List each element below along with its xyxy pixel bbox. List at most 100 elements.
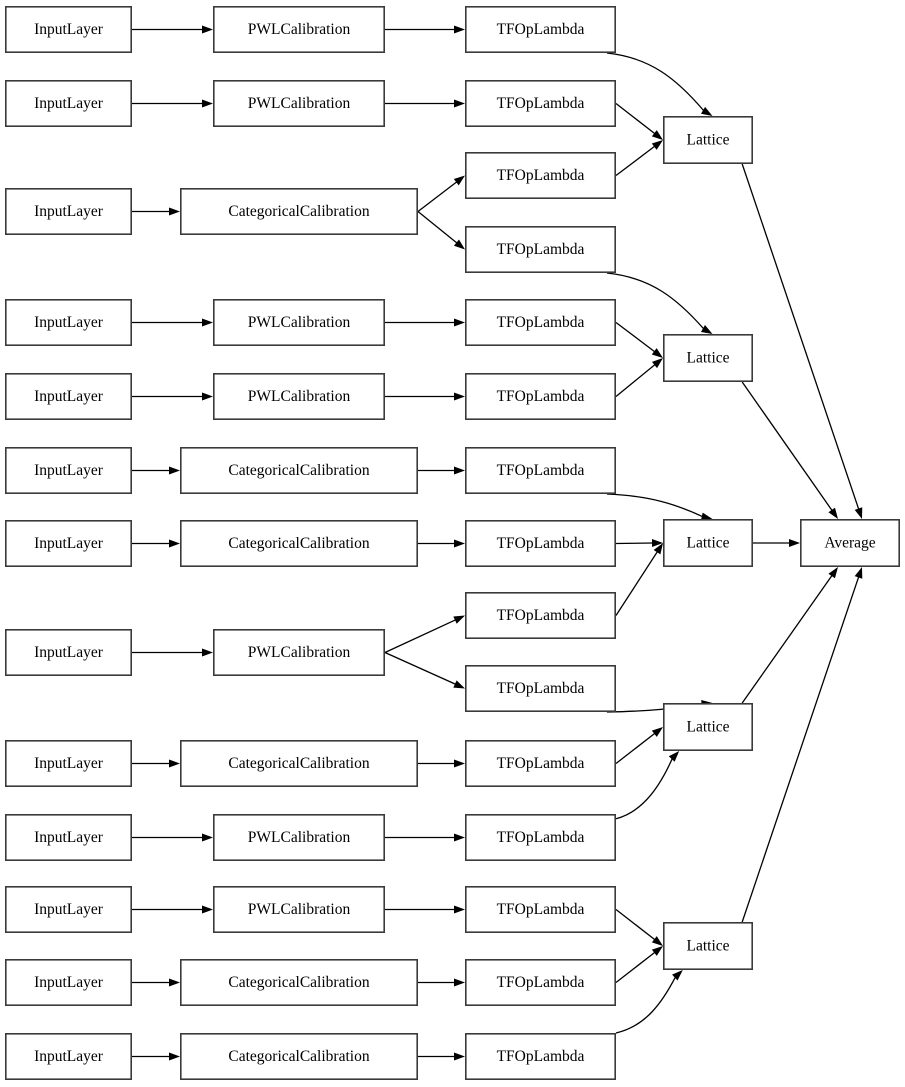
node-tfoplambda-lam2[interactable]: TFOpLambda [464,80,616,128]
arrowhead-icon [169,207,180,216]
node-categoricalcalibration-cal9[interactable]: CategoricalCalibration [180,739,418,787]
edge-line [615,145,656,177]
node-rect [662,921,753,970]
node-rect [180,739,418,787]
node-tfoplambda-lam6[interactable]: TFOpLambda [464,372,616,420]
edge-line [417,181,458,213]
edge-in13-to-cal13 [132,1052,180,1061]
node-lattice-lat1[interactable]: Lattice [662,116,753,165]
node-tfoplambda-lam7[interactable]: TFOpLambda [464,446,616,494]
node-rect [5,813,133,861]
node-pwlcalibration-cal1[interactable]: PWLCalibration [213,6,385,54]
edge-line [615,732,656,765]
node-categoricalcalibration-cal13[interactable]: CategoricalCalibration [180,1033,418,1081]
arrowhead-icon [789,539,800,547]
node-pwlcalibration-cal11[interactable]: PWLCalibration [213,885,385,933]
arrowhead-icon [453,680,465,689]
node-lattice-lat5[interactable]: Lattice [662,921,753,970]
node-label: TFOpLambda [497,535,585,552]
arrowhead-icon [651,130,663,140]
arrowhead-icon [454,1052,465,1061]
node-inputlayer-in7[interactable]: InputLayer [5,519,133,567]
node-pwlcalibration-cal4[interactable]: PWLCalibration [213,298,385,346]
node-lattice-lat4[interactable]: Lattice [662,702,753,751]
node-tfoplambda-lam15[interactable]: TFOpLambda [464,1033,616,1081]
node-tfoplambda-lam5[interactable]: TFOpLambda [464,298,616,346]
node-rect [5,628,133,676]
node-rect [5,519,133,567]
node-inputlayer-in2[interactable]: InputLayer [5,80,133,128]
node-pwlcalibration-cal5[interactable]: PWLCalibration [213,372,385,420]
node-tfoplambda-lam3[interactable]: TFOpLambda [464,152,616,200]
node-inputlayer-in11[interactable]: InputLayer [5,885,133,933]
node-tfoplambda-lam1[interactable]: TFOpLambda [464,6,616,54]
edge-lam6-to-lat2 [615,358,663,398]
arrowhead-icon [202,648,213,657]
node-rect [464,519,616,567]
node-rect [180,958,418,1006]
node-categoricalcalibration-cal12[interactable]: CategoricalCalibration [180,958,418,1006]
node-pwlcalibration-cal2[interactable]: PWLCalibration [213,80,385,128]
node-inputlayer-in12[interactable]: InputLayer [5,958,133,1006]
node-lattice-lat3[interactable]: Lattice [662,518,753,567]
node-categoricalcalibration-cal7[interactable]: CategoricalCalibration [180,519,418,567]
node-pwlcalibration-cal8[interactable]: PWLCalibration [213,628,385,676]
edge-lam8-to-lat3 [615,539,663,547]
node-inputlayer-in3[interactable]: InputLayer [5,188,133,236]
node-rect [662,518,753,567]
edge-line [384,651,457,685]
node-rect [662,116,753,165]
node-inputlayer-in10[interactable]: InputLayer [5,813,133,861]
edge-line [606,272,705,330]
node-pwlcalibration-cal10[interactable]: PWLCalibration [213,813,385,861]
node-tfoplambda-lam8[interactable]: TFOpLambda [464,519,616,567]
node-inputlayer-in5[interactable]: InputLayer [5,372,133,420]
node-categoricalcalibration-cal3[interactable]: CategoricalCalibration [180,188,418,236]
node-tfoplambda-lam13[interactable]: TFOpLambda [464,885,616,933]
edge-line [615,542,654,545]
node-label: TFOpLambda [497,167,585,184]
node-rect [213,628,385,676]
node-inputlayer-in4[interactable]: InputLayer [5,298,133,346]
node-rect [662,333,753,382]
edge-in9-to-cal9 [132,759,180,768]
node-tfoplambda-lam9[interactable]: TFOpLambda [464,591,616,639]
node-label: InputLayer [34,388,104,405]
node-rect [464,446,616,494]
node-tfoplambda-lam11[interactable]: TFOpLambda [464,739,616,787]
edge-lat3-to-avg [753,539,800,547]
node-rect [5,298,133,346]
node-inputlayer-in1[interactable]: InputLayer [5,6,133,54]
edge-lam13-to-lat5 [615,908,663,946]
edge-line [741,576,860,923]
node-rect [5,188,133,236]
arrowhead-icon [454,759,465,768]
node-inputlayer-in6[interactable]: InputLayer [5,446,133,494]
arrowhead-icon [454,833,465,842]
node-inputlayer-in9[interactable]: InputLayer [5,739,133,787]
node-categoricalcalibration-cal6[interactable]: CategoricalCalibration [180,446,418,494]
edge-cal8-to-lam10 [384,651,465,689]
edge-line [741,163,860,510]
arrowhead-icon [651,348,663,358]
node-label: CategoricalCalibration [228,203,369,220]
node-average-avg[interactable]: Average [799,518,900,567]
edge-in11-to-cal11 [132,905,213,914]
edge-line [606,52,705,112]
node-tfoplambda-lam10[interactable]: TFOpLambda [464,664,616,712]
node-lattice-lat2[interactable]: Lattice [662,333,753,382]
arrowhead-icon [700,512,713,521]
edge-in1-to-cal1 [132,25,213,34]
node-label: PWLCalibration [248,388,351,405]
arrowhead-icon [202,392,213,401]
node-inputlayer-in8[interactable]: InputLayer [5,628,133,676]
arrowhead-icon [668,751,680,762]
node-tfoplambda-lam12[interactable]: TFOpLambda [464,813,616,861]
edge-line [741,381,833,512]
node-tfoplambda-lam14[interactable]: TFOpLambda [464,958,616,1006]
node-label: PWLCalibration [248,21,351,38]
node-inputlayer-in13[interactable]: InputLayer [5,1033,133,1081]
node-label: InputLayer [34,901,104,918]
node-tfoplambda-lam4[interactable]: TFOpLambda [464,226,616,274]
edge-in7-to-cal7 [132,539,180,548]
